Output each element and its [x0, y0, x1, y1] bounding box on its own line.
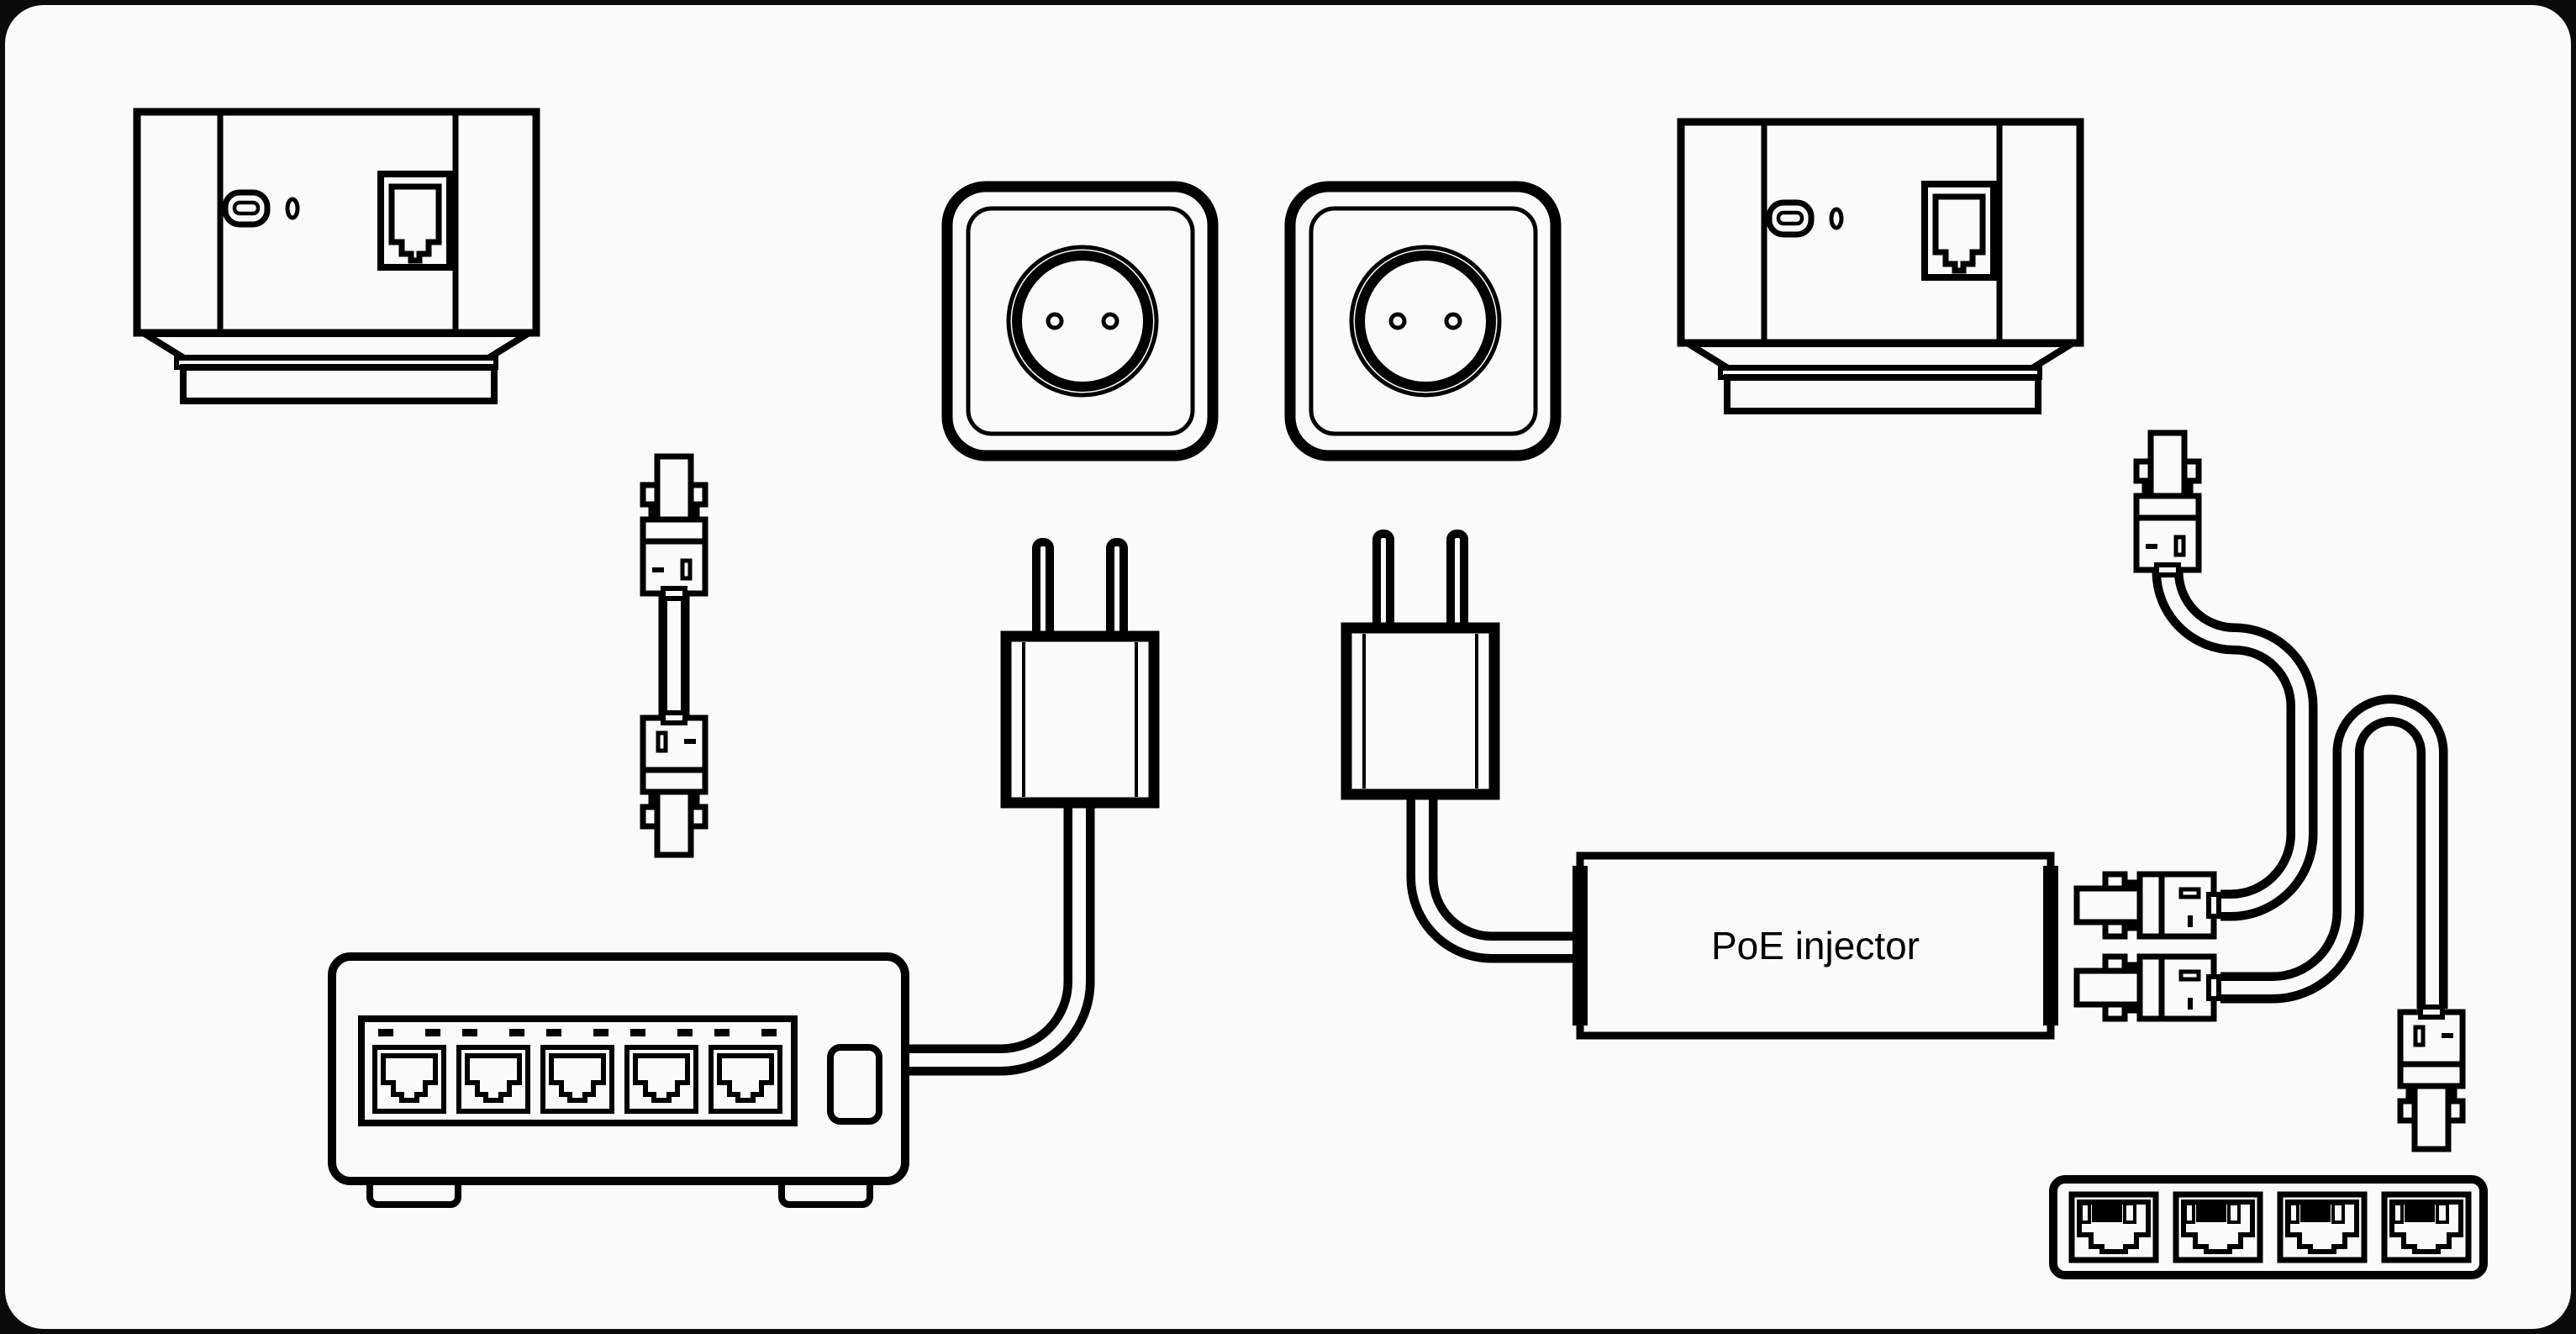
switch-power-port: [827, 1044, 882, 1125]
power-outlet-left: [947, 187, 1213, 456]
ethernet-cable-injector-to-wall: [2220, 694, 2448, 1009]
network-switch: [328, 952, 909, 1208]
wall-plate: [2049, 1175, 2488, 1279]
poe-injector: PoE injector: [1572, 852, 2058, 1040]
ethernet-cable-device-to-injector: [2152, 568, 2318, 921]
power-cable-to-injector: [1406, 794, 1583, 963]
poe-injector-cap-left: [1572, 866, 1588, 1026]
poe-injector-body: [1576, 852, 2055, 1040]
power-cable-to-switch: [908, 795, 1095, 1076]
wall-plate-body: [2049, 1175, 2488, 1279]
switch-body: [328, 952, 909, 1185]
switch-port-panel: [358, 1015, 798, 1126]
access-point-left: [137, 112, 536, 401]
access-point-right: [1681, 122, 2080, 411]
power-outlet-right: [1290, 187, 1556, 456]
poe-injector-label: PoE injector: [1711, 924, 1920, 968]
poe-injector-cap-right: [2043, 866, 2058, 1026]
